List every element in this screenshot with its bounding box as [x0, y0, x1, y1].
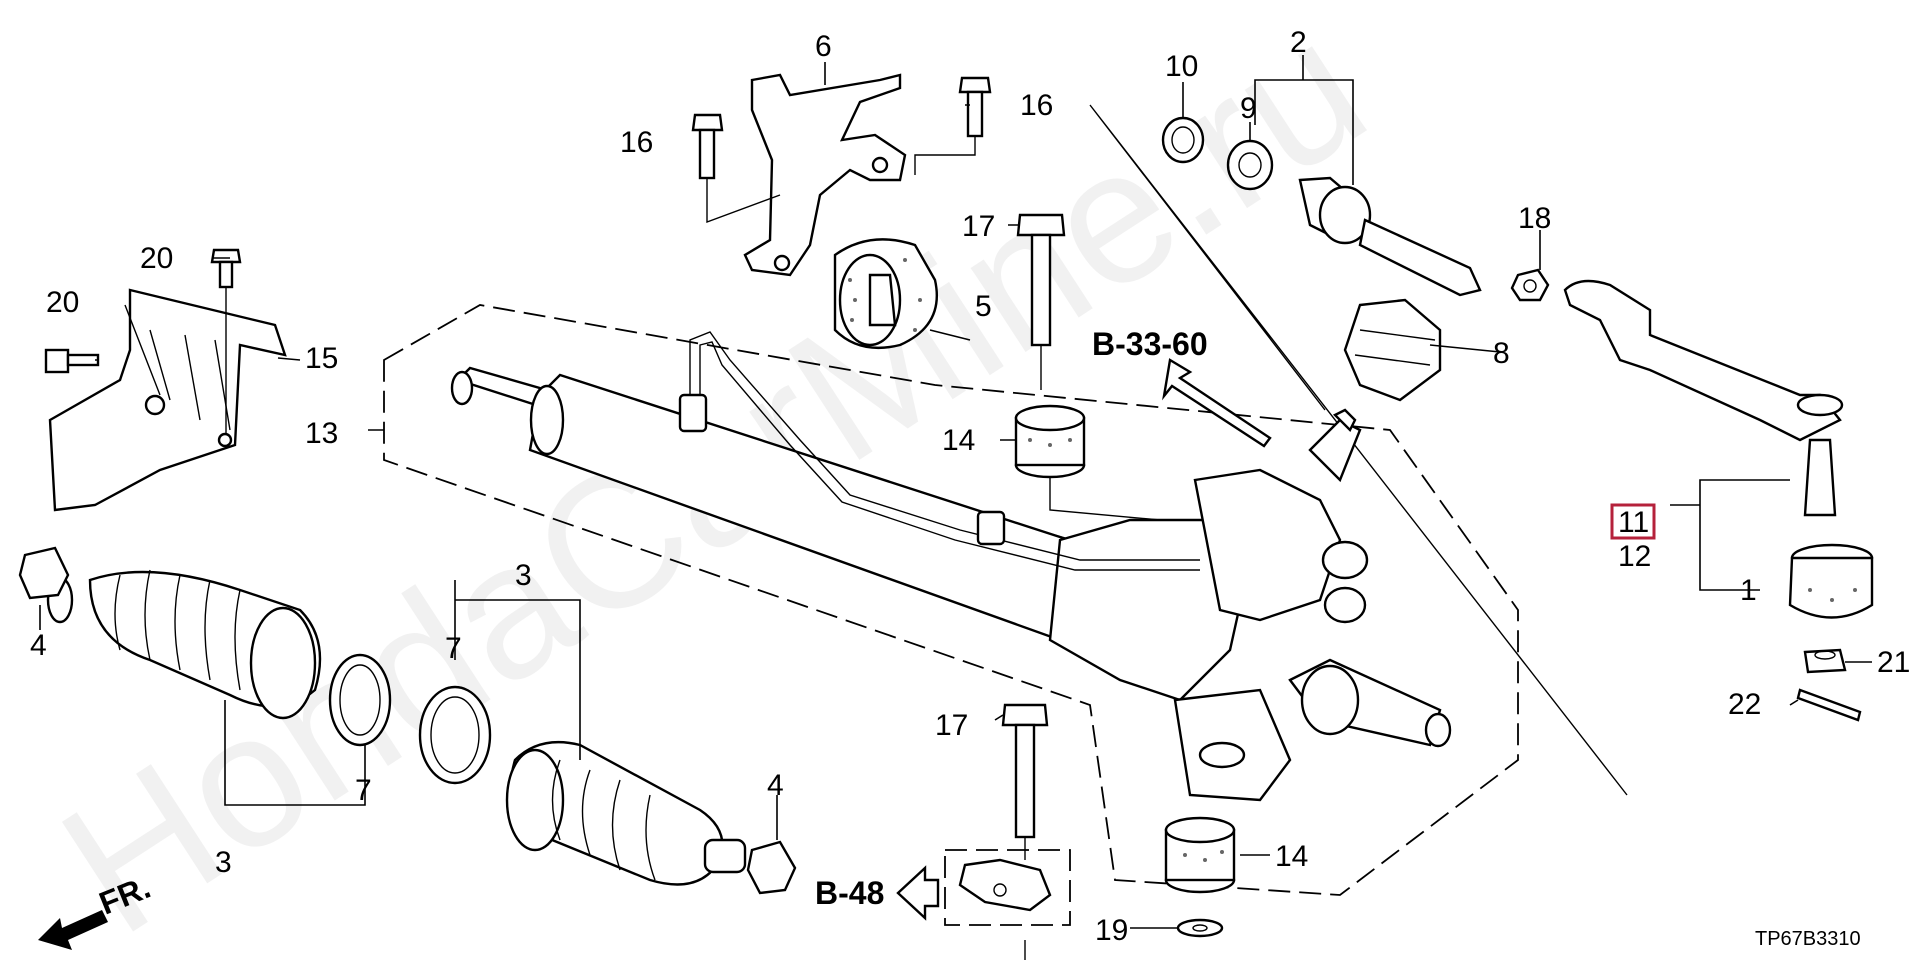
callout-5: 5 [975, 290, 992, 323]
steering-boot-left[interactable] [46, 569, 322, 720]
steering-rack-assembly-outline [383, 304, 1519, 896]
callout-10: 10 [1165, 50, 1198, 83]
diagram-code: TP67B3310 [1755, 928, 1861, 950]
tie-rod-inner-part[interactable] [1298, 176, 1482, 297]
leader-lines [39, 55, 1872, 929]
callout-16-left: 16 [620, 126, 653, 159]
b48-arrow [896, 865, 940, 921]
clamp-7-middle[interactable] [418, 685, 492, 785]
callout-16-right: 16 [1020, 89, 1053, 122]
ref-b-48[interactable]: B-48 [815, 875, 884, 911]
tie-rod-group-leader [1089, 104, 1628, 796]
clamp-7-left[interactable] [328, 653, 392, 747]
tie-rod-end-part[interactable] [1563, 279, 1844, 517]
ball-joint-boot-1[interactable] [1788, 543, 1874, 619]
bolt-17-upper[interactable] [1016, 213, 1066, 390]
callout-21: 21 [1877, 646, 1910, 679]
callout-14-upper: 14 [942, 424, 975, 457]
callout-2: 2 [1290, 26, 1307, 59]
bolt-17-lower[interactable] [1001, 703, 1049, 839]
castle-nut-21[interactable] [1803, 648, 1847, 674]
bolt-20-top[interactable] [210, 248, 242, 435]
callout-6: 6 [815, 30, 832, 63]
bracket-part[interactable] [743, 73, 907, 277]
bracket-b48[interactable] [958, 858, 1052, 912]
ref-b-33-60[interactable]: B-33-60 [1092, 326, 1208, 362]
callout-8: 8 [1493, 337, 1510, 370]
callout-15: 15 [305, 342, 338, 375]
callout-3-right: 3 [515, 559, 532, 592]
callout-9: 9 [1240, 92, 1257, 125]
callout-22: 22 [1728, 688, 1761, 721]
stabilizer-bushing-part[interactable] [833, 238, 938, 349]
callout-1: 1 [1740, 574, 1757, 607]
b33-60-arrow [1162, 358, 1272, 448]
steering-rack-housing[interactable] [450, 331, 1452, 802]
callout-17-lower: 17 [935, 709, 968, 742]
callout-19: 19 [1095, 914, 1128, 947]
cotter-pin-22[interactable] [1796, 688, 1862, 722]
clamp-4-left[interactable] [18, 546, 70, 600]
bolt-20-left[interactable] [44, 348, 100, 374]
callout-14-lower: 14 [1275, 840, 1308, 873]
highlight-box-11 [1610, 503, 1656, 540]
washer-19[interactable] [1176, 918, 1224, 938]
boot-8[interactable] [1343, 298, 1442, 402]
callout-12: 12 [1618, 540, 1651, 573]
tie-rod-nut-18[interactable] [1510, 268, 1550, 302]
callout-4-right: 4 [767, 769, 784, 802]
callout-18: 18 [1518, 202, 1551, 235]
callout-4-left: 4 [30, 629, 47, 662]
rack-mount-bushing-upper[interactable] [1014, 404, 1161, 521]
callout-13: 13 [305, 417, 338, 450]
heat-shield-part[interactable] [48, 288, 287, 512]
rack-mount-bushing-lower[interactable] [1164, 816, 1236, 894]
callout-7-middle: 7 [445, 632, 462, 665]
callout-3-left: 3 [215, 846, 232, 879]
clamp-4-right[interactable] [746, 840, 797, 895]
callout-17-upper: 17 [962, 210, 995, 243]
callout-11: 11 [1618, 506, 1649, 539]
lock-washer-9[interactable] [1226, 139, 1274, 191]
callout-20-top: 20 [140, 242, 173, 275]
bolt-16-left[interactable] [691, 113, 781, 224]
lock-washer-10[interactable] [1161, 116, 1205, 164]
bracket-b48-box [944, 849, 1071, 926]
callout-7-left: 7 [355, 774, 372, 807]
steering-boot-right[interactable] [505, 741, 747, 886]
callout-20-left: 20 [46, 286, 79, 319]
bolt-16-right[interactable] [914, 76, 992, 175]
